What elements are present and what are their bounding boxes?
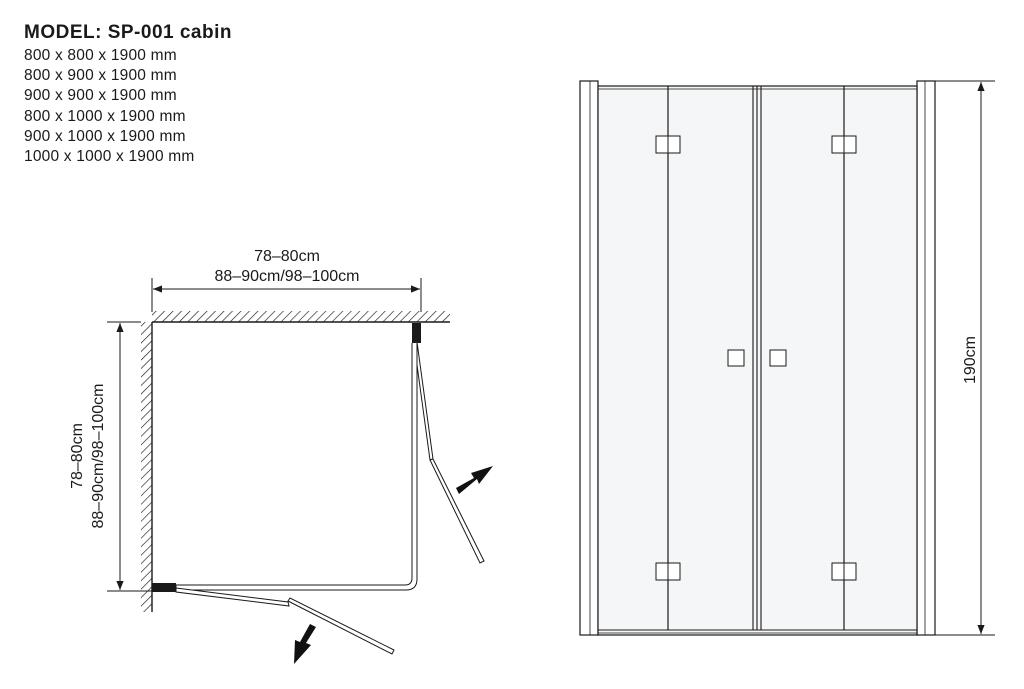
model-title: MODEL: SP-001 cabin (24, 22, 232, 43)
height-label: 190cm (962, 336, 979, 384)
depth-label-1: 78–80cm (69, 423, 86, 489)
top-wall-hatch (152, 311, 450, 322)
size-option-800x1000: 800 x 1000 x 1900 mm (24, 107, 186, 125)
size-option-900x1000: 900 x 1000 x 1900 mm (24, 127, 186, 145)
right-wall-profile-elev (916, 80, 936, 636)
hinge-top-left-icon (655, 135, 681, 154)
size-option-800x800: 800 x 800 x 1900 mm (24, 47, 177, 64)
left-wall-profile (579, 80, 599, 636)
front-door-open-arrow-icon (294, 624, 316, 664)
front-door-panel-2 (287, 597, 395, 655)
left-handle-icon (727, 349, 745, 367)
bottom-wall-profile (152, 583, 176, 592)
hinge-bottom-right-icon (831, 562, 857, 581)
width-label-2: 88–90cm/98–100cm (215, 268, 360, 285)
width-label-1: 78–80cm (254, 248, 320, 265)
plan-view: 78–80cm 88–90cm/98–100cm 78–80cm 88–90cm… (69, 248, 493, 664)
front-door-panel-1 (175, 587, 290, 607)
hinge-top-right-icon (831, 135, 857, 154)
model-header: MODEL: SP-001 cabin 800 x 800 x 1900 mm … (24, 22, 232, 167)
right-handle-icon (769, 349, 787, 367)
right-door-open-arrow-icon (456, 466, 493, 494)
left-wall-hatch (141, 322, 152, 612)
elevation-view: 190cm (579, 80, 995, 636)
size-option-800x900: 800 x 900 x 1900 mm (24, 67, 177, 85)
closed-door-outline (175, 343, 418, 591)
depth-label-2: 88–90cm/98–100cm (90, 384, 107, 529)
size-option-1000x1000: 1000 x 1000 x 1900 mm (24, 148, 195, 166)
hinge-bottom-left-icon (655, 562, 681, 581)
right-door-panel-2 (429, 458, 485, 564)
right-wall-profile (412, 323, 421, 343)
size-option-900x900: 900 x 900 x 1900 mm (24, 87, 177, 105)
